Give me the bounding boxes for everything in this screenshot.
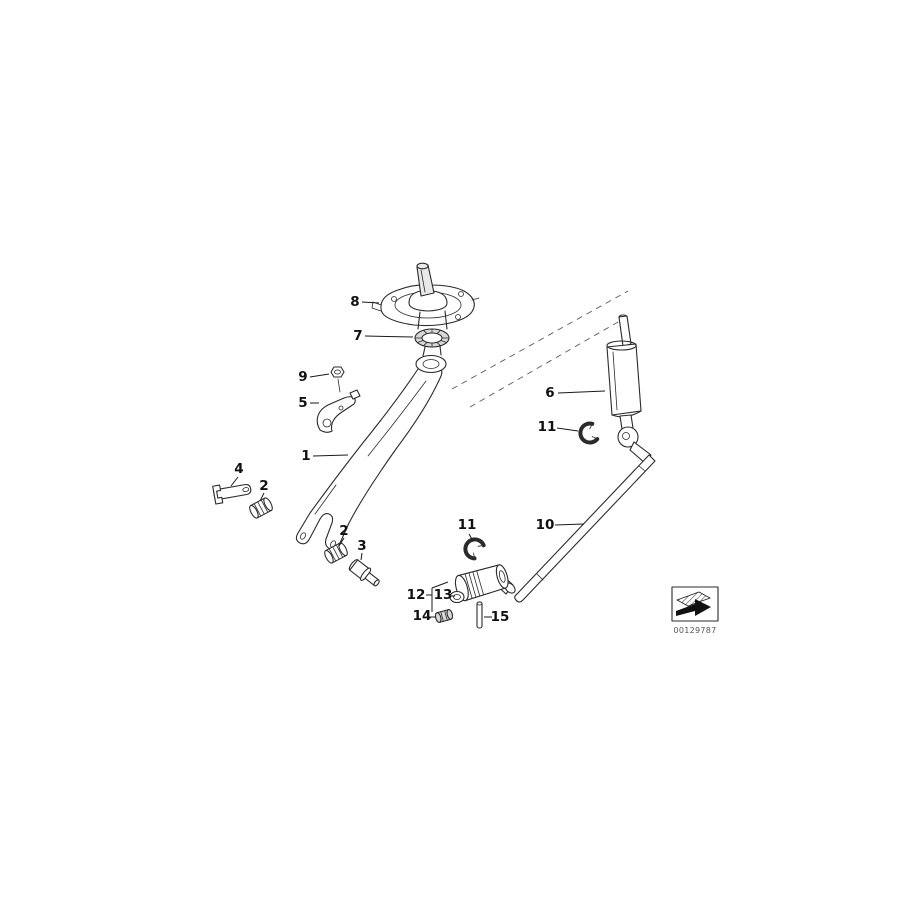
callout-9: 9 — [298, 369, 330, 385]
callout-11-upper-leader — [556, 427, 579, 432]
callout-3: 3 — [357, 538, 367, 561]
callout-11-lower-leader — [468, 533, 474, 542]
callout-15-label: 15 — [491, 609, 510, 625]
callout-2-second: 2 — [338, 523, 349, 547]
part-6-selector-rod — [606, 314, 652, 464]
doc-number: 00129787 — [673, 626, 716, 635]
callout-2-second-leader — [338, 537, 345, 547]
callout-2-first-leader — [259, 492, 265, 502]
callout-11-lower-label: 11 — [458, 517, 477, 533]
callout-4: 4 — [230, 461, 244, 487]
callout-6-leader — [557, 390, 606, 394]
part-15-pin — [476, 601, 483, 629]
callout-3-label: 3 — [357, 538, 366, 554]
part-9-nut — [330, 366, 345, 393]
callouts: 8 7 9 5 1 4 2 2 — [230, 294, 606, 625]
part-5-bracket — [316, 389, 361, 433]
doc-stamp: 00129787 — [671, 586, 719, 635]
reference-dashed-lines — [451, 290, 629, 408]
callout-12-leader — [426, 581, 449, 612]
callout-11-upper: 11 — [538, 419, 579, 435]
callout-1-label: 1 — [301, 448, 310, 464]
callout-2-first-label: 2 — [259, 478, 268, 494]
callout-12-label: 12 — [407, 587, 426, 603]
callout-7: 7 — [353, 328, 414, 344]
callout-10: 10 — [536, 517, 585, 533]
callout-12: 12 — [407, 581, 449, 612]
part-13-washer — [449, 590, 465, 604]
part-12-joint-assembly — [454, 564, 516, 602]
callout-15: 15 — [484, 609, 509, 625]
callout-3-leader — [360, 552, 363, 561]
callout-11-upper-label: 11 — [538, 419, 557, 435]
callout-6: 6 — [545, 385, 606, 401]
part-11-clip-lower — [459, 533, 487, 562]
callout-5-label: 5 — [298, 395, 307, 411]
callout-1-leader — [312, 454, 349, 457]
callout-6-label: 6 — [545, 385, 554, 401]
part-1-gearshift-lever — [295, 354, 447, 550]
callout-9-label: 9 — [298, 369, 307, 385]
callout-13-label: 13 — [434, 587, 453, 603]
callout-2-first: 2 — [259, 478, 269, 502]
callout-14: 14 — [413, 608, 436, 624]
callout-7-leader — [364, 335, 414, 338]
callout-4-leader — [230, 476, 239, 487]
part-7-bearing-ring — [414, 328, 450, 357]
part-10-shift-rod — [514, 454, 656, 603]
callout-8: 8 — [350, 294, 380, 310]
part-11-clip-upper — [575, 420, 600, 448]
callout-7-label: 7 — [353, 328, 362, 344]
callout-10-leader — [554, 523, 585, 526]
callout-4-label: 4 — [234, 461, 243, 477]
part-3-stud — [348, 559, 380, 587]
arrow-icon — [676, 591, 711, 616]
callout-1: 1 — [301, 448, 349, 464]
callout-14-label: 14 — [413, 608, 432, 624]
part-4-link — [212, 483, 252, 505]
callout-8-label: 8 — [350, 294, 359, 310]
callout-2-second-label: 2 — [339, 523, 348, 539]
part-8-shift-base — [371, 262, 480, 330]
callout-10-label: 10 — [536, 517, 555, 533]
callout-11-lower: 11 — [458, 517, 477, 542]
callout-5: 5 — [298, 395, 319, 411]
callout-8-leader — [361, 301, 380, 304]
callout-9-leader — [309, 373, 330, 378]
part-14-bushing — [434, 609, 454, 623]
callout-13: 13 — [434, 587, 455, 603]
